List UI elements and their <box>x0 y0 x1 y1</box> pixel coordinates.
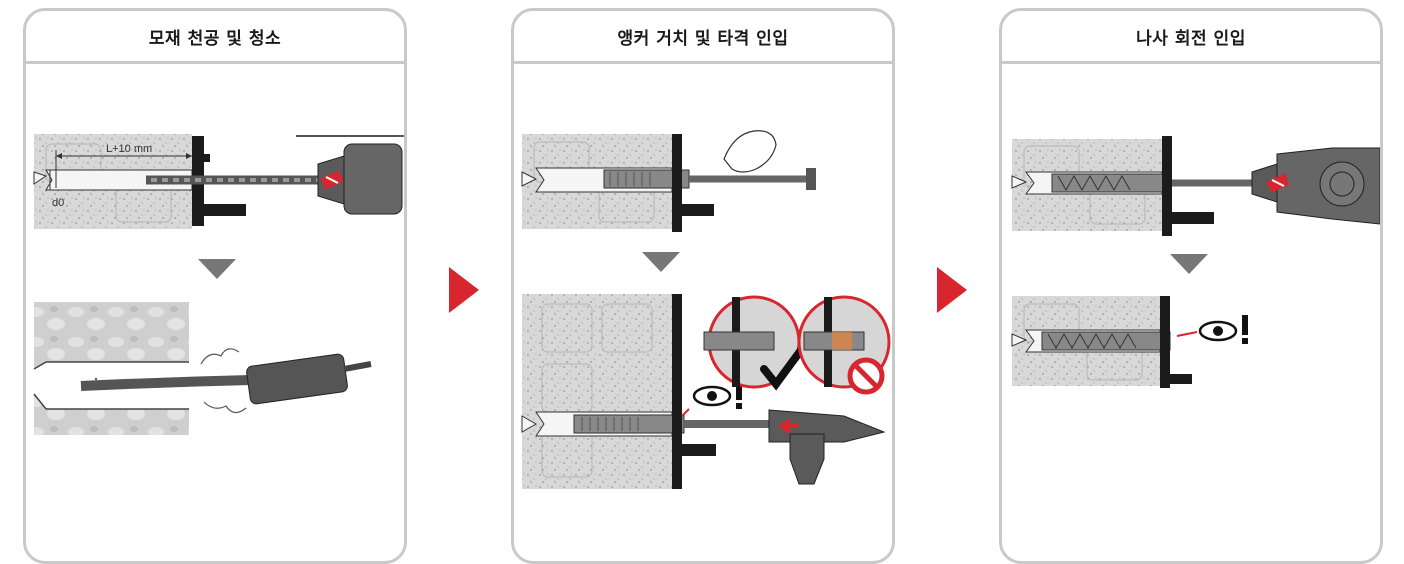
down-arrow-icon <box>1170 254 1208 274</box>
step-title-1: 모재 천공 및 청소 <box>149 24 281 49</box>
down-arrow-icon <box>642 252 680 272</box>
step-header-1: 모재 천공 및 청소 <box>26 11 404 64</box>
step-illustration-2 <box>514 64 892 564</box>
step-panel-1: 모재 천공 및 청소 <box>23 8 407 564</box>
step-title-3: 나사 회전 인입 <box>1136 24 1246 49</box>
step-panel-3: 나사 회전 인입 <box>999 8 1383 564</box>
step-illustration-1: L+10 mm d0 <box>26 64 404 564</box>
depth-dimension-label: L+10 mm <box>106 143 152 155</box>
diameter-label: d0 <box>52 197 64 209</box>
eye-check-icon <box>1200 315 1248 344</box>
step-illustration-3 <box>1002 64 1380 564</box>
step-arrow-icon <box>937 267 967 313</box>
drilling-illustration: L+10 mm d0 <box>26 64 404 564</box>
step-header-3: 나사 회전 인입 <box>1002 11 1380 64</box>
screw-driving-illustration <box>1002 64 1380 564</box>
step-header-2: 앵커 거치 및 타격 인입 <box>514 11 892 64</box>
step-panel-2: 앵커 거치 및 타격 인입 <box>511 8 895 564</box>
anchor-placement-illustration <box>514 64 892 564</box>
step-arrow-icon <box>449 267 479 313</box>
step-title-2: 앵커 거치 및 타격 인입 <box>618 24 789 49</box>
down-arrow-icon <box>198 259 236 279</box>
prohibited-icon <box>850 360 882 392</box>
